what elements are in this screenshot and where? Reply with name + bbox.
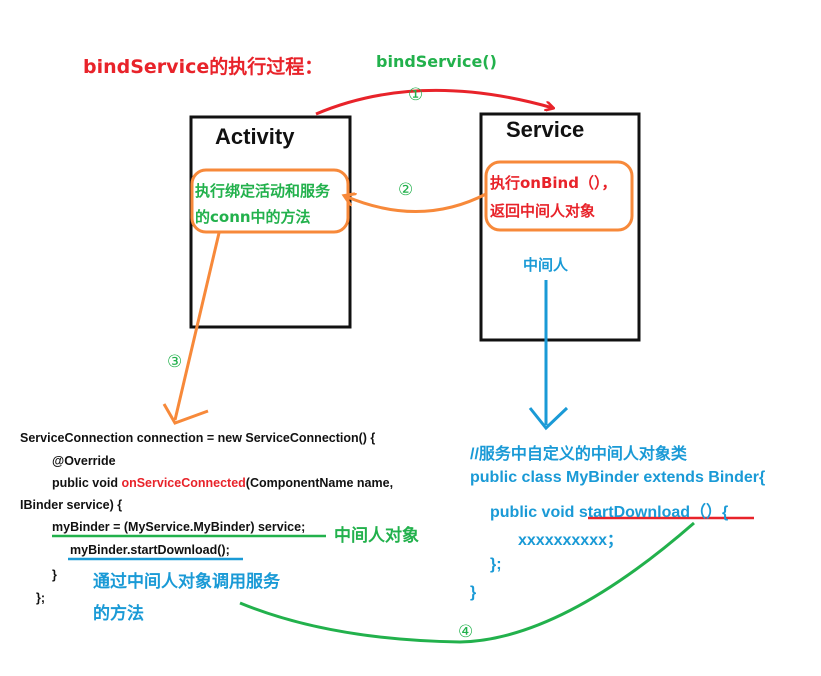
code-line-8: }; bbox=[36, 591, 46, 605]
diagram-title: bindService的执行过程： bbox=[83, 56, 324, 78]
binder-comment: //服务中自定义的中间人对象类 bbox=[470, 446, 687, 463]
step-4-marker: ④ bbox=[458, 622, 474, 642]
step-2-marker: ② bbox=[398, 180, 414, 200]
code-line-6: myBinder.startDownload(); bbox=[70, 543, 230, 557]
code-line-2: @Override bbox=[52, 454, 116, 468]
step-3-marker: ③ bbox=[167, 352, 183, 372]
code-line-3-prefix: public void bbox=[52, 476, 122, 490]
invoke-note-line-1: 通过中间人对象调用服务 bbox=[93, 572, 280, 592]
service-title: Service bbox=[506, 117, 585, 142]
step-1-marker: ① bbox=[408, 85, 424, 105]
code-line-3: public void onServiceConnected(Component… bbox=[52, 473, 393, 494]
onbind-return-arrow bbox=[345, 194, 487, 213]
service-box bbox=[479, 112, 641, 342]
bindservice-arrow bbox=[315, 88, 553, 116]
activity-inner-line-1: 执行绑定活动和服务 bbox=[195, 182, 331, 200]
code-line-5: myBinder = (MyService.MyBinder) service; bbox=[52, 520, 306, 534]
binder-method-prefix: public void bbox=[490, 504, 579, 521]
conn-method-arrow bbox=[173, 232, 221, 421]
activity-title: Activity bbox=[215, 124, 295, 149]
code-line-4: IBinder service) { bbox=[20, 498, 123, 512]
service-inner-line-2: 返回中间人对象 bbox=[490, 202, 596, 220]
service-inner-frame bbox=[484, 160, 634, 232]
startdownload-method: startDownload（）{ bbox=[578, 504, 729, 521]
service-inner-line-1: 执行onBind（）， bbox=[490, 174, 617, 192]
binder-method-line: public void startDownload（）{ bbox=[490, 498, 728, 522]
activity-inner-line-2: 的conn中的方法 bbox=[195, 208, 311, 226]
invoke-note-line-2: 的方法 bbox=[93, 604, 144, 624]
code-line-1: ServiceConnection connection = new Servi… bbox=[20, 431, 376, 445]
binder-class-line: public class MyBinder extends Binder{ bbox=[470, 469, 766, 486]
middle-man-arrowhead bbox=[528, 406, 569, 431]
invoke-method-curve bbox=[239, 521, 695, 644]
binder-method-body: xxxxxxxxxx； bbox=[518, 532, 623, 549]
middle-man-label: 中间人 bbox=[523, 256, 569, 274]
onserviceconnected-method: onServiceConnected bbox=[121, 476, 246, 490]
bindservice-call-label: bindService() bbox=[376, 52, 497, 71]
binder-close-class: } bbox=[470, 584, 477, 601]
binder-close-method: }; bbox=[490, 556, 502, 573]
middle-object-note: 中间人对象 bbox=[334, 526, 419, 546]
code-line-3-suffix: (ComponentName name, bbox=[245, 476, 394, 490]
code-line-7: } bbox=[52, 568, 57, 582]
conn-method-arrowhead bbox=[162, 403, 209, 425]
